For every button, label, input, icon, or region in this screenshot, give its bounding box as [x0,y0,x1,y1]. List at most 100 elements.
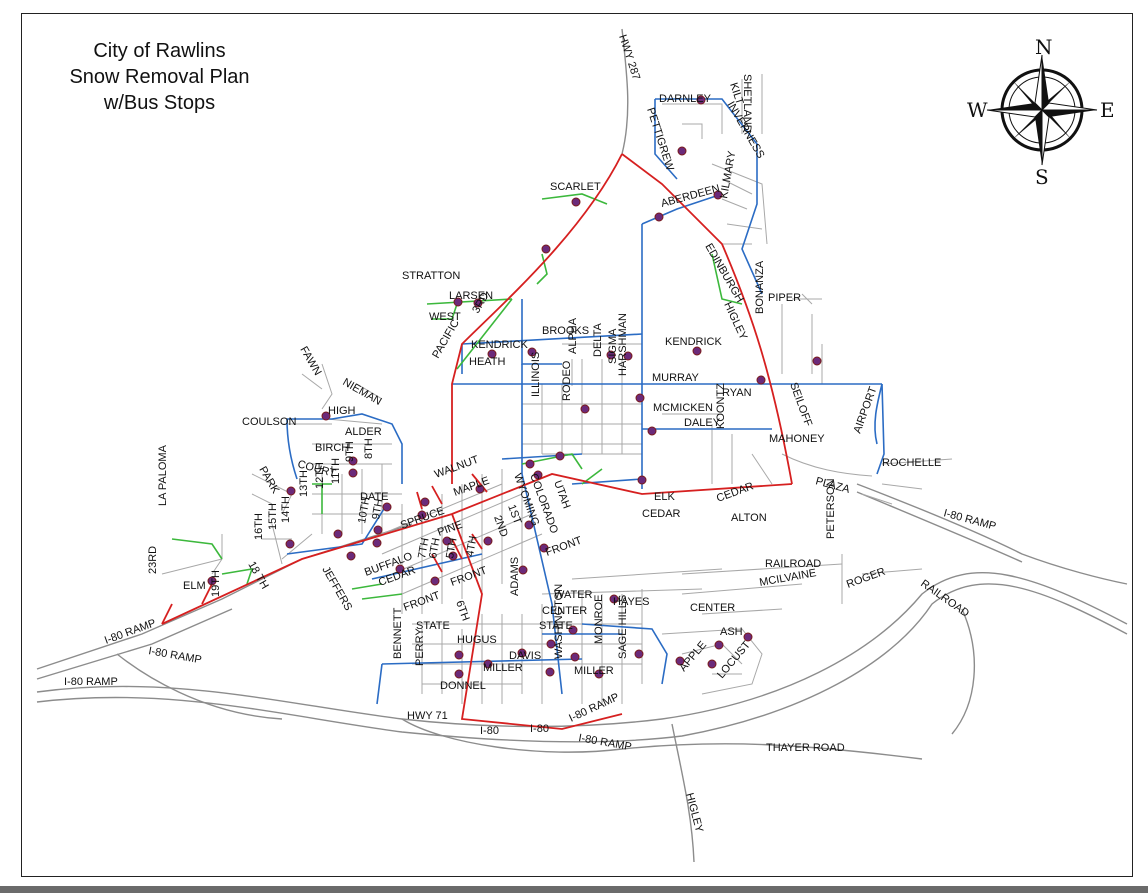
bus-stop-marker [647,426,657,436]
bus-stop-marker [539,543,549,553]
street-label-railroad1: RAILROAD [765,558,821,570]
bus-stop-marker [348,468,358,478]
street-label-water: WATER [554,589,593,601]
street-label-date: DATE [360,491,389,503]
street-label-high: HIGH [328,405,356,417]
bus-stop-marker [714,640,724,650]
bus-stop-marker [545,667,555,677]
street-label-koontz: KOONTZ [715,383,727,429]
street-label-rodeo: RODEO [561,360,573,401]
window-bottom-bar [0,886,1148,893]
street-label-i80ramp1: I-80 RAMP [942,507,997,533]
street-label-14th: 14TH [280,496,292,523]
street-label-murray: MURRAY [652,372,700,384]
bus-stop-marker [541,244,551,254]
street-label-heath: HEATH [469,356,506,368]
street-label-6th_b: 6TH [453,599,471,623]
bus-stop-marker [637,475,647,485]
street-label-hayes: HAYES [613,596,649,608]
street-label-front1: FRONT [544,534,584,558]
street-label-donnel: DONNEL [440,680,486,692]
bus-stop-marker [707,659,717,669]
bus-stop-marker [346,551,356,561]
compass-rose: N S E W [967,35,1115,189]
street-label-cedar1: CEDAR [642,508,681,520]
bus-stop-marker [454,650,464,660]
bus-stop-marker [524,520,534,530]
bus-stop-marker [692,346,702,356]
street-label-miller1: MILLER [483,662,523,674]
street-label-hugus: HUGUS [457,634,497,646]
street-label-piper: PIPER [768,292,801,304]
street-label-ryan: RYAN [722,387,752,399]
street-label-23rd: 23RD [147,546,159,574]
street-label-alder: ALDER [345,426,382,438]
bus-stop-marker [635,393,645,403]
street-label-15th: 15TH [267,503,279,530]
bus-stop-marker [333,529,343,539]
bus-stop-marker [634,649,644,659]
street-label-19th: 19TH [210,570,222,597]
street-label-pacific: PACIFIC [430,318,462,361]
street-label-larsen: LARSEN [449,290,493,302]
bus-stop-marker [654,212,664,222]
tertiary-routes [171,193,743,600]
bus-stop-marker [525,459,535,469]
street-label-kendrick1: KENDRICK [471,339,529,351]
street-label-nieman: NIEMAN [341,376,384,408]
bus-stop-marker [321,411,331,421]
compass-north-letter: N [1035,35,1053,59]
street-label-pettigrew: PETTIGREW [644,106,676,172]
bus-stop-marker [395,564,405,574]
street-label-i80ramp5: I-80 RAMP [567,691,621,725]
bus-stop-marker [473,298,483,308]
bus-stop-marker [382,502,392,512]
street-label-state2: STATE [539,620,573,632]
street-label-6th_a: 6TH [427,537,442,560]
street-label-i80b: I-80 [530,723,549,735]
street-label-monroe: MONROE [593,595,605,645]
bus-stop-marker [568,625,578,635]
street-label-jeffers: JEFFERS [319,565,354,613]
street-label-5th: 5TH [444,537,459,560]
street-label-9th_b: 9TH [370,498,385,521]
street-label-lapaloma: LA PALOMA [157,444,169,506]
bus-stops [207,95,822,679]
bus-stop-marker [453,297,463,307]
title-line-1: City of Rawlins [93,40,226,62]
street-label-coulson: COULSON [242,416,296,428]
street-label-brooks: BROOKS [542,325,589,337]
bus-stop-marker [518,565,528,575]
bus-stop-marker [546,639,556,649]
title-line-3: w/Bus Stops [103,92,216,114]
bus-stop-marker [454,669,464,679]
street-label-bennett: BENNETT [392,607,404,659]
street-label-washington: WASHINGTON [553,584,565,659]
bus-stop-marker [555,451,565,461]
street-label-12th: 12TH [314,462,326,489]
street-label-higley2: HIGLEY [683,792,705,835]
bus-stop-marker [207,576,217,586]
bus-stop-marker [448,551,458,561]
bus-stop-marker [812,356,822,366]
street-label-aberdeen: ABERDEEN [660,183,722,210]
street-label-seiloff: SEILOFF [787,381,814,428]
street-label-elm: ELM [183,580,206,592]
street-label-state1: STATE [416,620,450,632]
street-label-2nd: 2ND [491,514,510,539]
secondary-routes [286,98,885,705]
street-label-darnley: DARNLEY [659,93,712,105]
street-label-delta: DELTA [592,323,604,357]
bus-stop-marker [373,525,383,535]
street-label-hwy71: HWY 71 [407,710,448,722]
street-label-alpha: ALPHA [567,317,579,354]
bus-stop-marker [677,146,687,156]
street-label-kendrick2: KENDRICK [665,336,723,348]
street-label-center1: CENTER [542,605,587,617]
street-label-alton: ALTON [731,512,767,524]
street-label-maple: MAPLE [452,475,491,499]
bus-stop-marker [475,484,485,494]
street-label-utah: UTAH [551,479,572,511]
bus-stop-marker [483,536,493,546]
compass-south-letter: S [1035,165,1049,189]
